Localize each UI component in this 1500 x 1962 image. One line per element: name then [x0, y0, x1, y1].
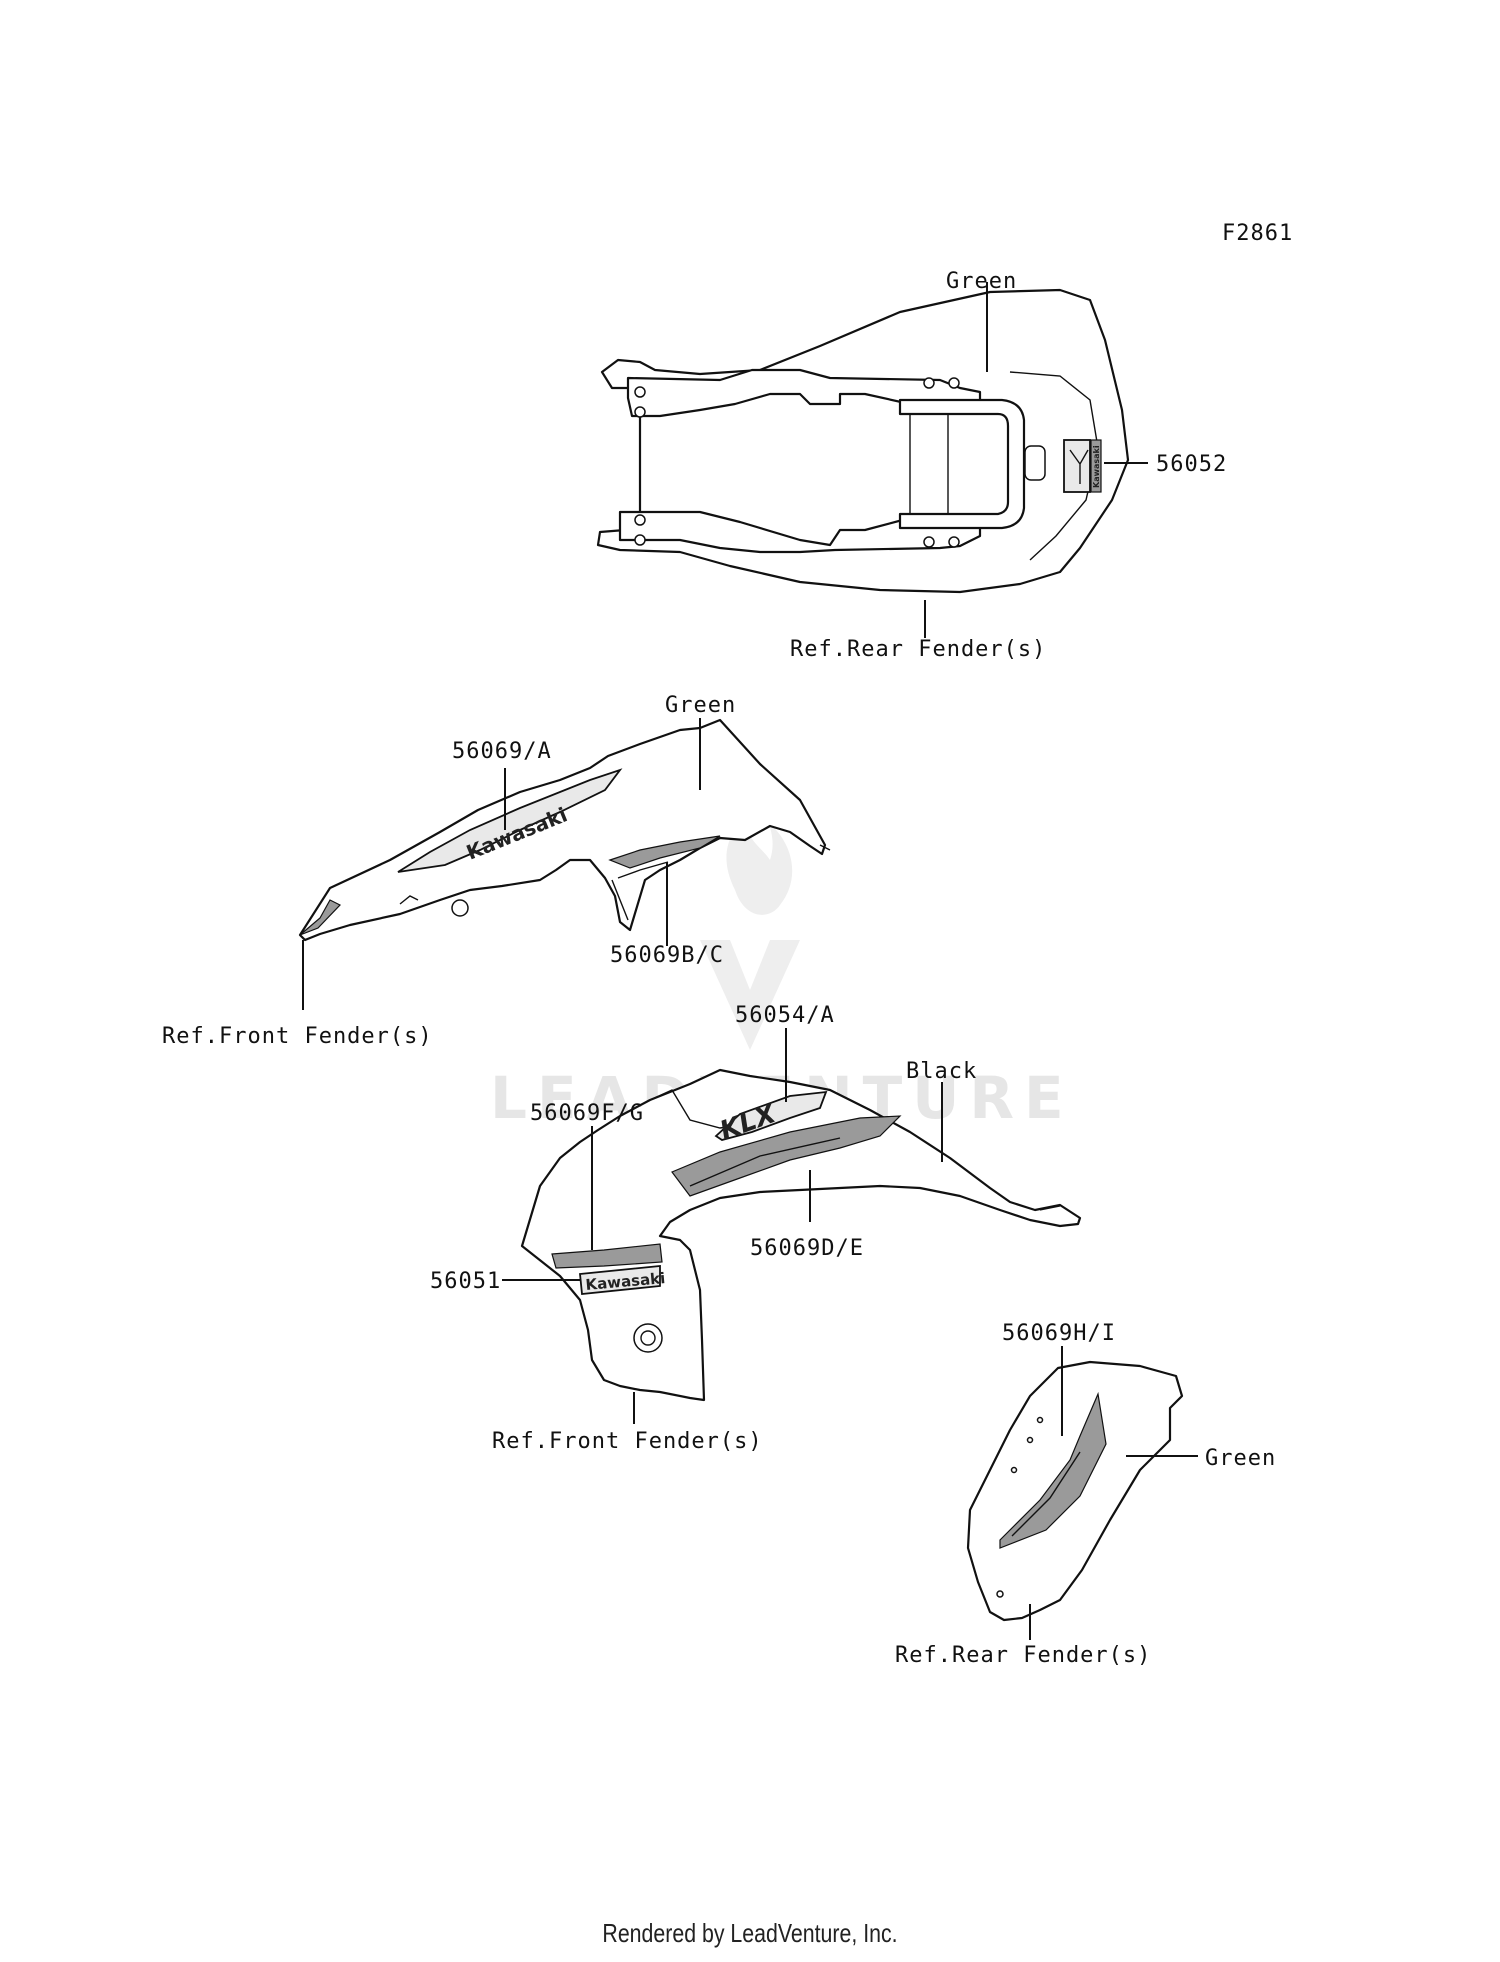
label-56069b-c: 56069B/C [610, 943, 724, 968]
side-cover [966, 1360, 1184, 1622]
label-56069d-e: 56069D/E [750, 1236, 864, 1261]
left-shroud-outline [298, 718, 827, 942]
label-56051: 56051 [430, 1269, 501, 1294]
tank-lower-decal [551, 1243, 663, 1269]
label-56069h-i: 56069H/I [1002, 1321, 1116, 1346]
label-side-cover-ref-rear-fender: Ref.Rear Fender(s) [895, 1643, 1151, 1668]
label-side-cover-green: Green [1205, 1446, 1276, 1471]
tank-stripe-decal [671, 1115, 902, 1197]
left-shroud-stripe-decal [608, 835, 721, 869]
tank-shroud-outline [520, 1068, 1082, 1402]
label-56069-a: 56069/A [452, 739, 552, 764]
label-seat-green: Green [946, 269, 1017, 294]
footer-credit: Rendered by LeadVenture, Inc. [602, 1918, 898, 1948]
label-56069f-g: 56069F/G [530, 1101, 644, 1126]
label-seat-ref-rear-fender: Ref.Rear Fender(s) [790, 637, 1046, 662]
label-tank-ref-front-fender: Ref.Front Fender(s) [492, 1429, 763, 1454]
rear-fender-seat: Kawasaki [596, 288, 1130, 594]
label-tank-black: Black [906, 1059, 977, 1084]
label-56054-a: 56054/A [735, 1003, 835, 1028]
tank-shroud: KLX Kawasaki [520, 1068, 1082, 1402]
left-shroud-logo-decal [397, 768, 623, 873]
seat-emblem-text: Kawasaki [1092, 445, 1101, 488]
left-shroud: Kawasaki [298, 718, 831, 942]
seat-emblem-decal: Kawasaki [1063, 439, 1102, 493]
label-56052: 56052 [1156, 452, 1227, 477]
figure-code: F2861 [1222, 221, 1293, 246]
label-left-shroud-ref-front-fender: Ref.Front Fender(s) [162, 1024, 433, 1049]
label-left-shroud-green: Green [665, 693, 736, 718]
side-cover-stripe-decal [999, 1391, 1107, 1549]
